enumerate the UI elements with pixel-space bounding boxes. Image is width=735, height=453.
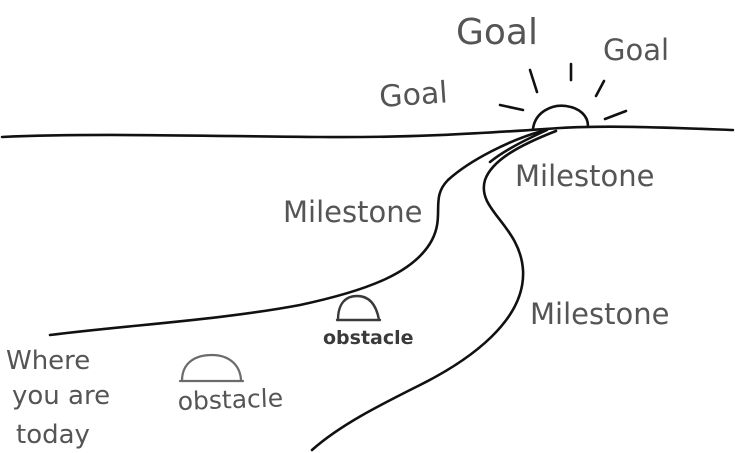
sun-ray xyxy=(603,109,628,121)
road-right-edge xyxy=(310,129,558,452)
obstacle-center-dome xyxy=(336,294,381,322)
obstacle-label-center: obstacle xyxy=(323,327,414,349)
goal-label-left: Goal xyxy=(378,75,449,115)
horizon-line xyxy=(0,125,735,139)
sun-ray xyxy=(528,68,539,94)
sun-ray xyxy=(498,103,525,112)
milestone-label-lower-right: Milestone xyxy=(530,297,669,331)
sun-icon xyxy=(531,104,590,131)
milestone-label-upper-left: Milestone xyxy=(283,195,422,229)
where-you-are-line3: today xyxy=(16,420,90,450)
goal-label-top: Goal xyxy=(456,12,538,53)
milestone-label-upper-right: Milestone xyxy=(515,159,654,193)
obstacle-label-left: obstacle xyxy=(177,383,283,416)
sun-rays xyxy=(498,62,628,121)
where-you-are-line1: Where xyxy=(6,346,90,376)
road-center-stroke xyxy=(488,128,549,164)
where-you-are-line2: you are xyxy=(12,381,110,411)
sun-ray xyxy=(594,79,606,98)
road-left-edge xyxy=(48,129,544,337)
goal-label-right: Goal xyxy=(603,33,669,67)
obstacle-left-dome xyxy=(180,353,243,383)
